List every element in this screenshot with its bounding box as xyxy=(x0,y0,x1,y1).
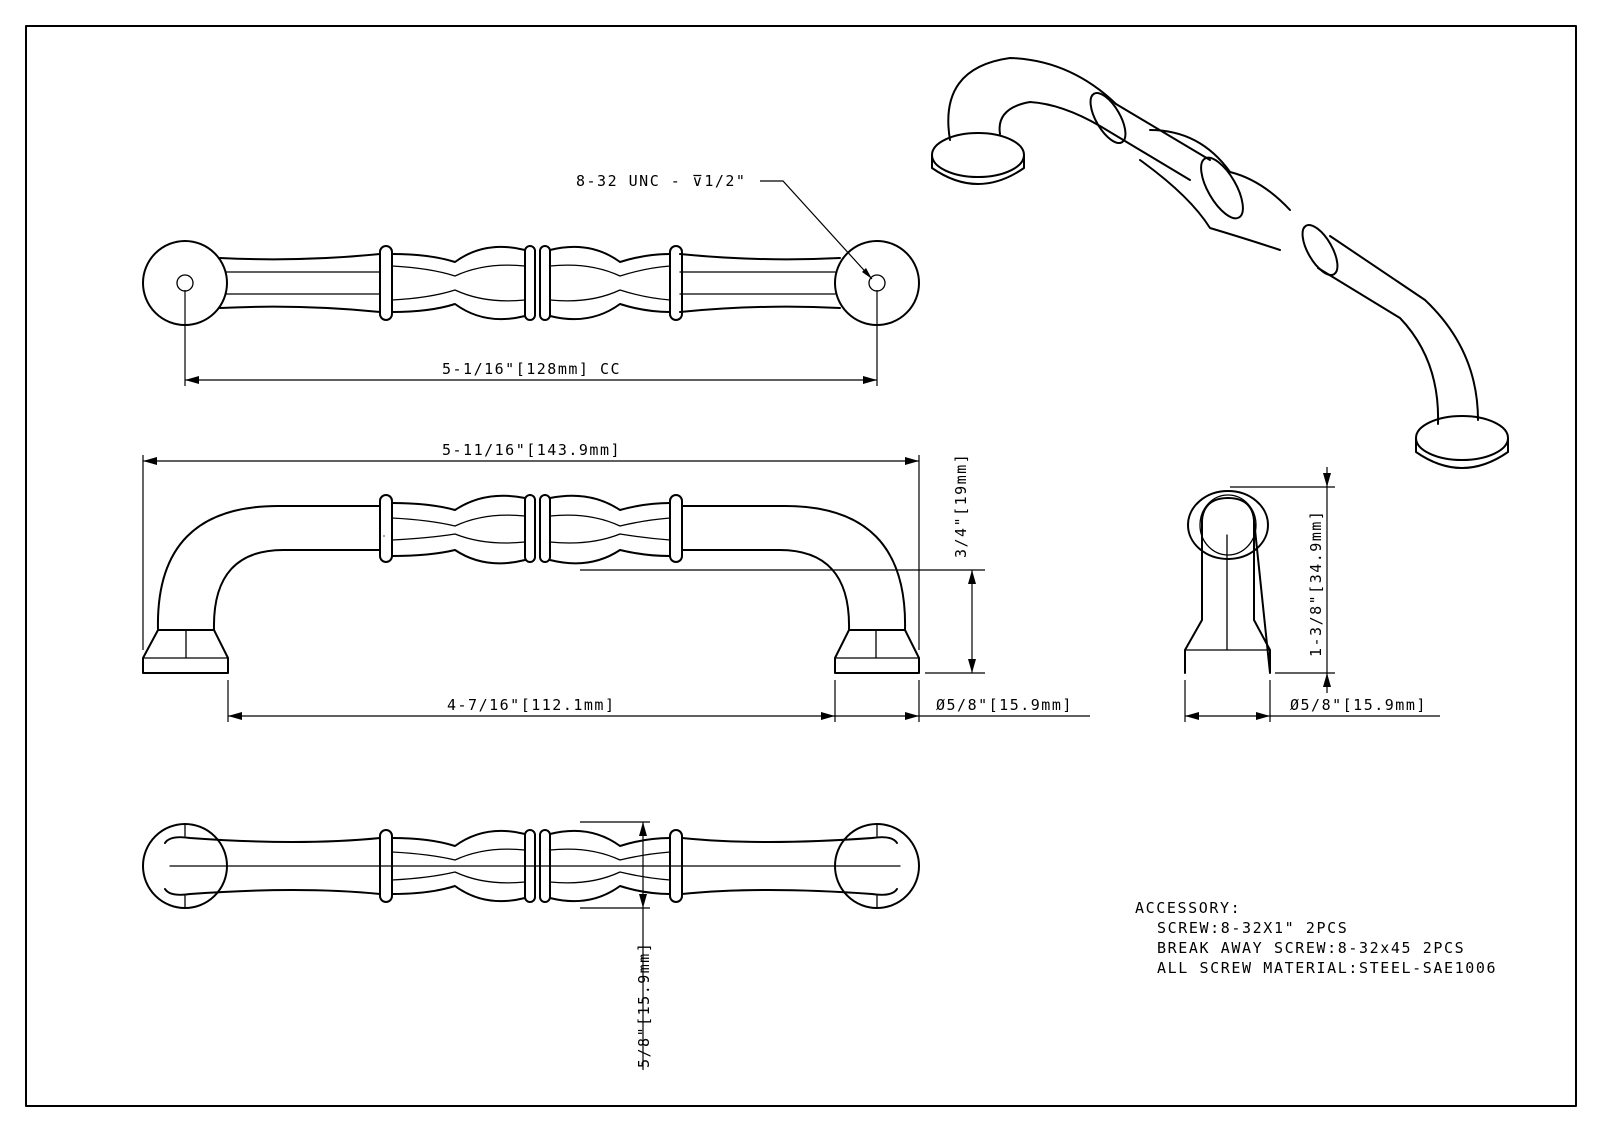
side-view: 1-3/8"[34.9mm] Ø5/8"[15.9mm] xyxy=(1184,467,1440,722)
sheet-border xyxy=(25,25,1577,1107)
overall-length-dimension: 5-11/16"[143.9mm] xyxy=(442,441,621,459)
accessory-line-3: ALL SCREW MATERIAL:STEEL-SAE1006 xyxy=(1157,959,1498,977)
accessory-line-2: BREAK AWAY SCREW:8-32x45 2PCS xyxy=(1157,939,1466,957)
grip-height-dimension: 3/4"[19mm] xyxy=(952,453,970,558)
front-view: 5-11/16"[143.9mm] 4-7/16"[112.1mm] Ø5/8"… xyxy=(142,441,1090,722)
thread-callout: 8-32 UNC - ⊽1/2" xyxy=(576,172,746,190)
foot-diameter-side-dimension: Ø5/8"[15.9mm] xyxy=(1290,696,1427,714)
foot-diameter-front-dimension: Ø5/8"[15.9mm] xyxy=(936,696,1073,714)
cc-dimension: 5-1/16"[128mm] CC xyxy=(442,360,621,378)
isometric-view xyxy=(931,57,1509,469)
accessory-note: ACCESSORY: SCREW:8-32X1" 2PCS BREAK AWAY S… xyxy=(1135,898,1497,978)
bottom-view: 5/8"[15.9mm] xyxy=(142,821,920,1070)
projection-dimension: 1-3/8"[34.9mm] xyxy=(1307,510,1325,657)
body-width-dimension: 5/8"[15.9mm] xyxy=(635,942,653,1068)
accessory-title: ACCESSORY: xyxy=(1135,899,1242,917)
inner-clearance-dimension: 4-7/16"[112.1mm] xyxy=(447,696,616,714)
accessory-line-1: SCREW:8-32X1" 2PCS xyxy=(1157,919,1349,937)
top-view: 8-32 UNC - ⊽1/2" 5-1/16"[128mm] CC xyxy=(142,172,920,386)
